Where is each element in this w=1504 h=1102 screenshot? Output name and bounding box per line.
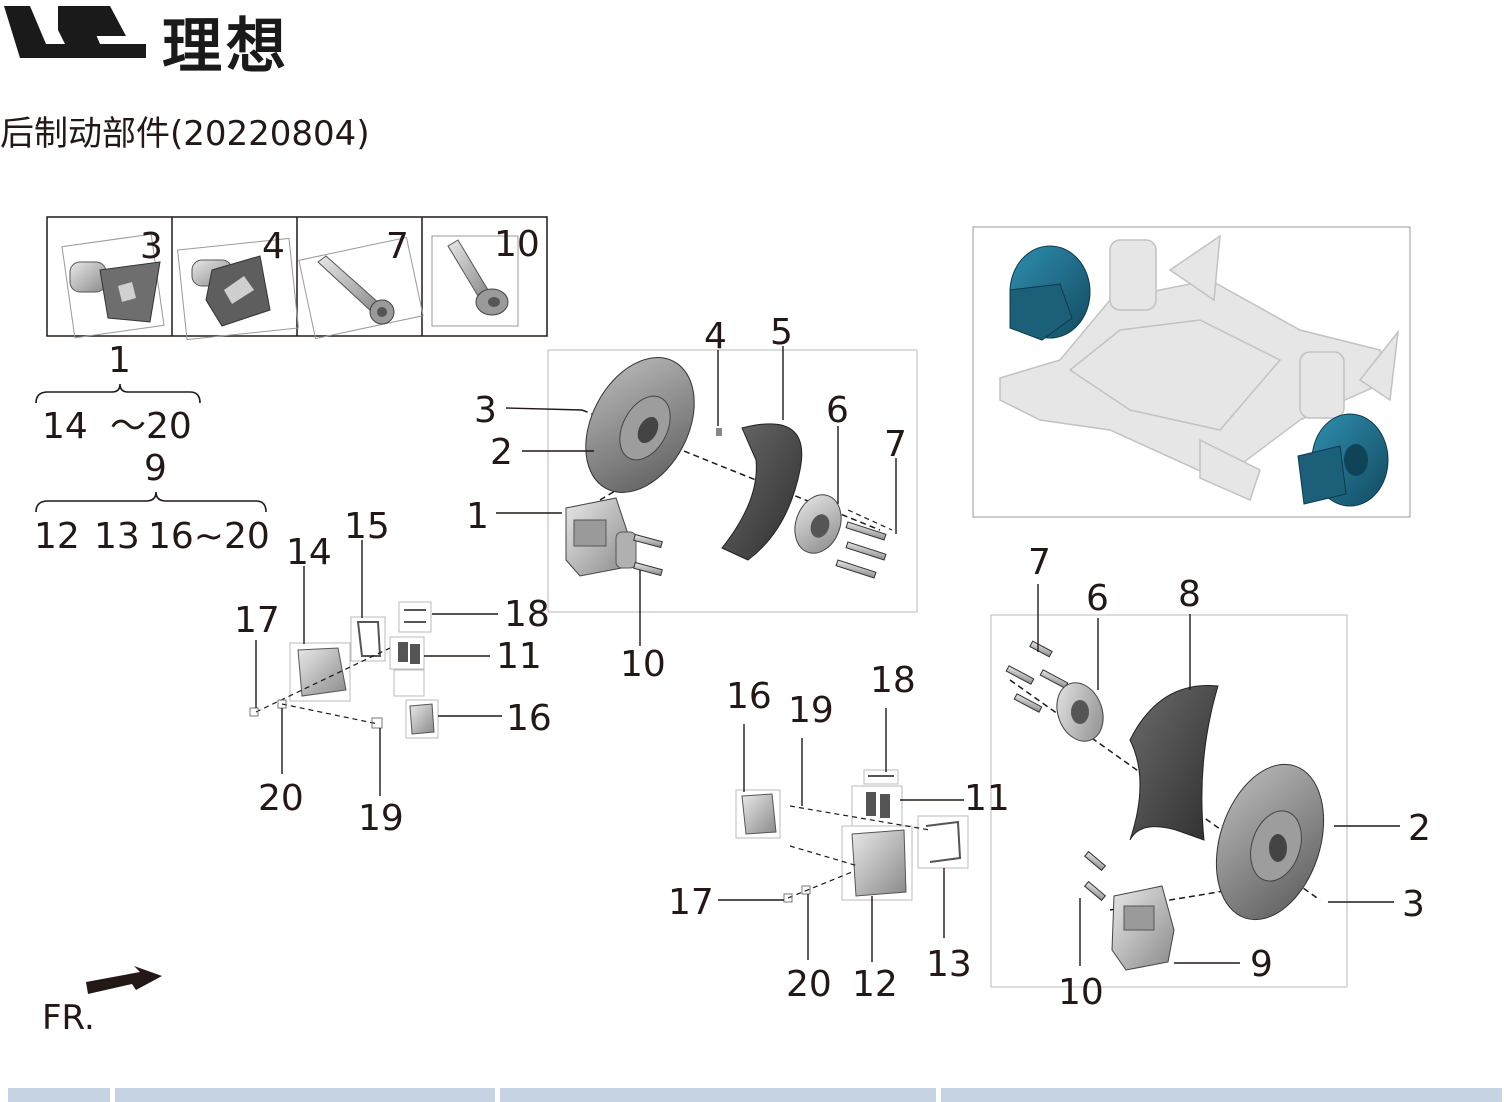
front-direction-label: FR. (42, 998, 95, 1038)
subframe-overview (972, 226, 1411, 518)
callout-11-mid: 11 (964, 778, 1010, 819)
group-9-range-c: 16~20 (148, 516, 270, 557)
callout-19-mid: 19 (788, 690, 834, 731)
highlighted-left-brake-icon (1009, 245, 1091, 341)
bottom-brake-assembly: 7 6 8 2 3 9 10 (990, 542, 1431, 1013)
callout-20-mid: 20 (786, 964, 832, 1005)
caliper-carrier-12-icon (841, 825, 913, 901)
caliper-bolt-10-icon (431, 235, 519, 327)
inset-label-3: 3 (140, 226, 163, 267)
callout-19-left: 19 (358, 798, 404, 839)
dust-shield-icon (721, 423, 803, 561)
subframe-icon (999, 234, 1400, 502)
wheel-hub-icon (794, 494, 842, 554)
inset-label-7: 7 (386, 226, 409, 267)
top-brake-assembly: 3 2 1 4 5 6 7 10 (466, 312, 918, 685)
group-9-range-b: 13 (94, 516, 140, 557)
group-9-label: 9 (144, 448, 167, 489)
callout-17-left: 17 (234, 600, 280, 641)
callout-7-bottom: 7 (1028, 542, 1051, 583)
brake-caliper-icon (565, 497, 637, 577)
callout-3-bottom: 3 (1402, 884, 1425, 925)
callout-8-bottom: 8 (1178, 574, 1201, 615)
brand-name: 理想 (162, 12, 290, 82)
group-brackets: 1 14 ～20 9 12 13 16~20 (34, 340, 270, 557)
callout-3: 3 (474, 390, 497, 431)
brake-disc-icon (585, 357, 695, 493)
brake-pads-11-icon (389, 636, 425, 670)
callout-16-left: 16 (506, 698, 552, 739)
callout-2: 2 (490, 432, 513, 473)
front-direction-arrow-icon (86, 966, 162, 994)
callout-16-mid: 16 (726, 676, 772, 717)
wheel-hub-bottom-icon (1056, 682, 1104, 742)
callout-1: 1 (466, 496, 489, 537)
flange-bolt-3-icon (61, 233, 165, 339)
dust-shield-bottom-icon (1129, 684, 1219, 841)
clip-18-icon (398, 601, 432, 633)
callout-6-bottom: 6 (1086, 578, 1109, 619)
callout-17-mid: 17 (668, 882, 714, 923)
inset-label-4: 4 (262, 226, 285, 267)
hub-bolt-7-icon (298, 236, 424, 340)
callout-12-mid: 12 (852, 964, 898, 1005)
callout-10: 10 (620, 644, 666, 685)
caliper-16-icon (405, 699, 439, 739)
middle-caliper-exploded: 16 19 18 11 17 20 12 13 (668, 660, 1010, 1005)
page-title: 后制动部件(20220804) (0, 114, 370, 154)
pad-spring-15-icon (350, 616, 386, 662)
callout-10-bottom: 10 (1058, 972, 1104, 1013)
brand-logo: 理想 (0, 0, 320, 82)
group-1-range-a: 14 (42, 406, 88, 447)
callout-7: 7 (884, 424, 907, 465)
callout-18-left: 18 (504, 594, 550, 635)
eccentric-bolt-4-icon (177, 237, 299, 341)
caliper-bolts-icon (633, 533, 663, 577)
callout-2-bottom: 2 (1408, 808, 1431, 849)
pad-spring-13-icon (917, 815, 969, 869)
callout-4: 4 (704, 316, 727, 357)
highlighted-right-brake-icon (1297, 413, 1389, 507)
brake-disc-bottom-icon (1215, 763, 1325, 921)
callout-6: 6 (826, 390, 849, 431)
group-1-label: 1 (108, 340, 131, 381)
caliper-bolts-bottom-icon (1083, 850, 1107, 902)
callout-14-left: 14 (286, 532, 332, 573)
group-1-range-b: ～20 (110, 406, 192, 447)
inset-label-10: 10 (494, 224, 540, 265)
callout-11-left: 11 (496, 636, 542, 677)
brake-pads-11-mid-icon (851, 785, 903, 827)
left-caliper-exploded: 17 14 15 18 11 16 20 19 (234, 506, 552, 839)
caliper-16-mid-icon (735, 789, 781, 839)
hub-bolts-icon (835, 521, 887, 579)
brand-logo-icon (4, 6, 146, 58)
callout-20-left: 20 (258, 778, 304, 819)
callout-9-bottom: 9 (1250, 944, 1273, 985)
callout-13-mid: 13 (926, 944, 972, 985)
brake-caliper-bottom-icon (1111, 885, 1175, 971)
group-9-range-a: 12 (34, 516, 80, 557)
footer-bar (0, 1088, 1504, 1102)
clip-18-mid-icon (863, 769, 899, 785)
caliper-carrier-icon (289, 642, 351, 702)
callout-15-left: 15 (344, 506, 390, 547)
fastener-inset-panel: 3 4 7 10 (46, 216, 548, 341)
callout-18-mid: 18 (870, 660, 916, 701)
callout-5: 5 (770, 312, 793, 353)
